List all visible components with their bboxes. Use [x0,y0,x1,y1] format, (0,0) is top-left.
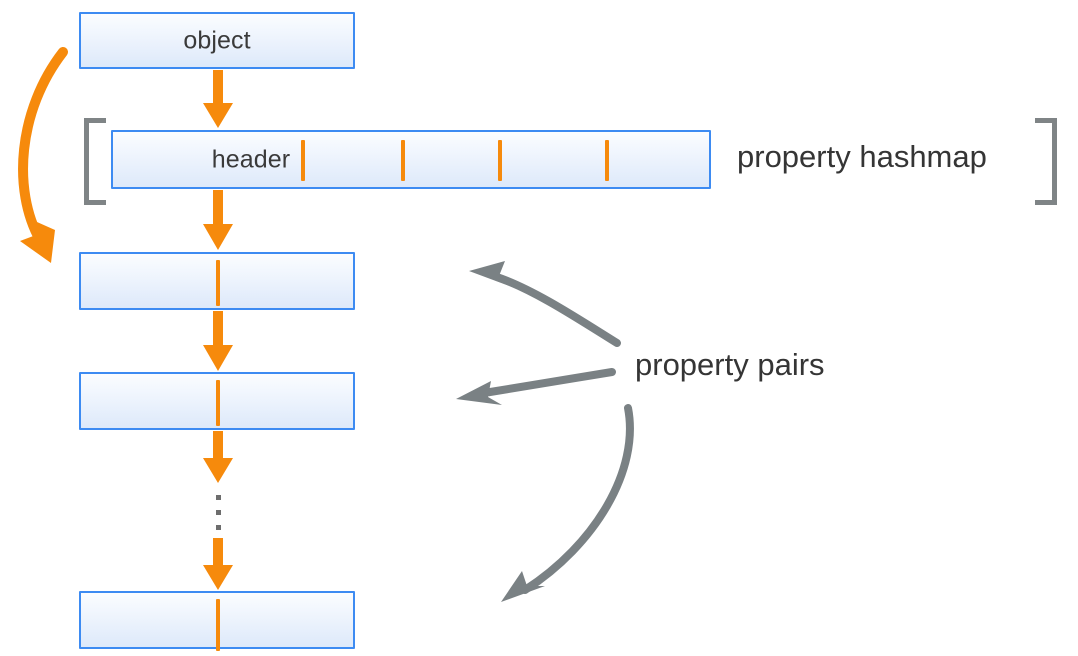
pair-divider-2 [216,380,220,426]
property-pair-row-last [79,591,355,651]
arrow-down-icon-ellipsis-to-last [203,538,233,590]
property-pairs-label: property pairs [635,347,825,382]
ellipsis-dot-1 [216,495,221,500]
property-pair-row-2 [79,372,355,430]
bracket-left-icon [84,118,106,205]
arrow-down-icon-hashmap-to-pair1 [203,190,233,250]
pointer-arrow-icon-lower [501,404,634,602]
property-pair-row-1 [79,252,355,310]
property-hashmap-label: property hashmap [737,139,987,174]
arrow-down-icon-pair2-to-ellipsis [203,431,233,483]
hashmap-slot-tick-3 [498,140,502,181]
header-cell-label: header [211,145,291,173]
pair-divider-1 [216,260,220,306]
pointer-arrow-icon-middle [456,368,616,405]
hashmap-slot-tick-1 [301,140,305,181]
hashmap-slot-tick-4 [605,140,609,181]
hashmap-slot-tick-2 [401,140,405,181]
arrow-down-icon-pair1-to-pair2 [203,311,233,371]
object-box: object [79,12,355,69]
pointer-arrow-icon-upper [469,261,621,347]
vertical-ellipsis-icon [216,495,222,535]
pair-divider-last [216,599,220,651]
ellipsis-dot-2 [216,510,221,515]
object-box-label: object [183,26,251,54]
curved-arrow-icon-object-to-pairs [18,47,68,263]
arrow-down-icon-object-to-hashmap [203,70,233,128]
bracket-right-icon [1035,118,1057,205]
property-hashmap-row: header [111,130,711,189]
ellipsis-dot-3 [216,525,221,530]
